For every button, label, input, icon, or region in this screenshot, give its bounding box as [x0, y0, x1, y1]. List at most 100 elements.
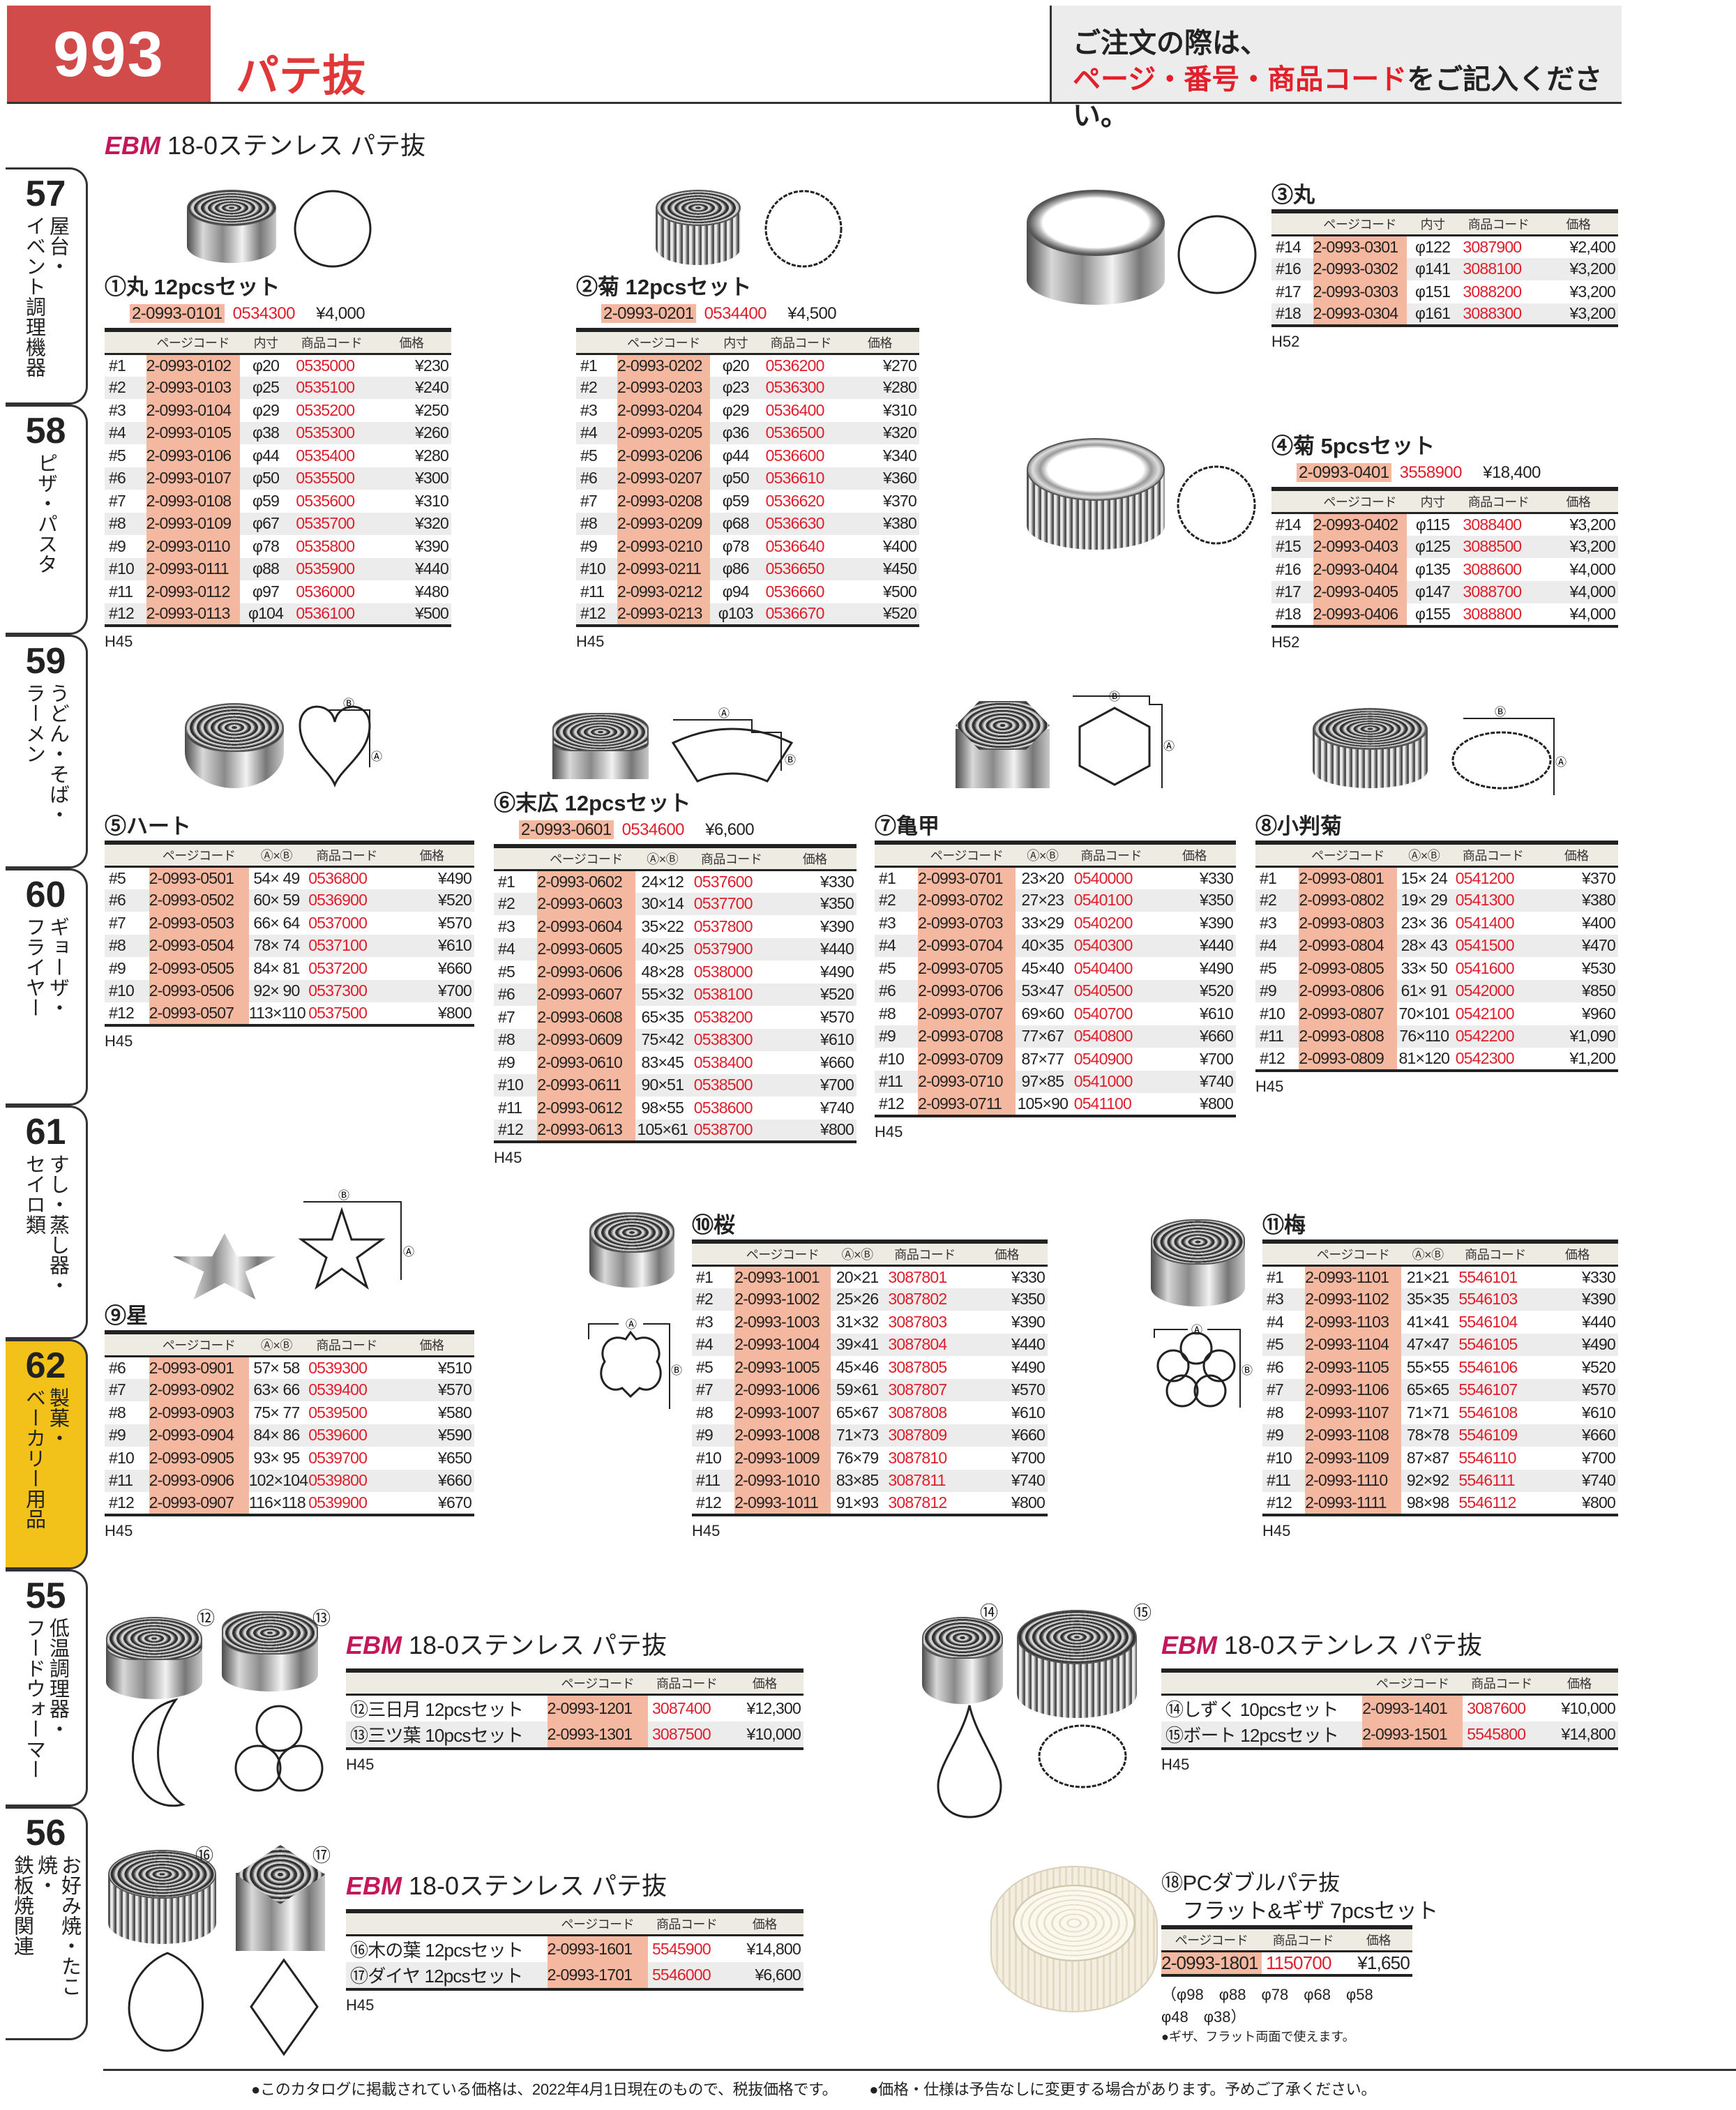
- circle-outline-icon: [1177, 215, 1257, 294]
- cell-price: ¥3,200: [1569, 282, 1615, 301]
- cell-code: 2-0993-0806: [1299, 979, 1397, 1002]
- cell-num: #4: [1267, 1312, 1284, 1331]
- cell-price: ¥3,200: [1569, 515, 1615, 534]
- cell-num: #8: [109, 1403, 126, 1422]
- section-title-text: 18-0ステンレス パテ抜: [167, 131, 426, 160]
- cell-price: ¥440: [965, 1333, 1048, 1356]
- cell-prod: 3088600: [1463, 559, 1522, 578]
- cell-num: #11: [580, 582, 605, 601]
- tab-label: 屋台・ イベント調理機器: [22, 216, 69, 377]
- cell-price: ¥390: [1011, 1312, 1046, 1331]
- cell-num: #10: [1260, 1004, 1285, 1023]
- cell-prod: 0542300: [1455, 1048, 1515, 1067]
- cell-price: ¥700: [1200, 1049, 1234, 1068]
- cell-code: 2-0993-1111: [1305, 1492, 1401, 1515]
- cell-num: #9: [109, 536, 126, 555]
- cell-num: #10: [109, 1448, 135, 1467]
- table-title: ⑱PCダブルパテ抜 フラット&ギザ 7pcsセット: [1161, 1871, 1438, 1923]
- table-header-row: ページコード内寸商品コード価格: [576, 330, 919, 355]
- cell-prod: 0542200: [1451, 1025, 1535, 1048]
- set-page-code: 2-0993-0401: [1297, 463, 1391, 482]
- product-photo-kikko: [956, 701, 1050, 788]
- cell-prod: 0536300: [761, 376, 840, 399]
- brand-logo: EBM: [1161, 1631, 1217, 1659]
- set-page-code: 2-0993-0201: [601, 304, 696, 323]
- cell-prod: 0539500: [308, 1403, 368, 1422]
- cell-code: 2-0993-0901: [149, 1356, 249, 1379]
- image-label: ⑬: [312, 1608, 331, 1629]
- cell-prod: 0536670: [761, 603, 840, 626]
- cell-price: ¥500: [371, 603, 451, 626]
- product-photo-crescent: [106, 1617, 202, 1699]
- cell-num: #3: [580, 400, 598, 419]
- product-photo-diamond: [236, 1845, 325, 1951]
- set-row: 2-0993-0101 0534300 ¥4,000: [105, 301, 451, 326]
- column-header: ページコード: [734, 1242, 831, 1267]
- cell-prod: 5546105: [1454, 1333, 1537, 1356]
- cell-price: ¥320: [371, 512, 451, 535]
- table-note: H45: [692, 1521, 720, 1539]
- cell-num: #10: [696, 1448, 722, 1467]
- cell-num: #6: [576, 467, 618, 490]
- cell-size: 78×78: [1401, 1424, 1455, 1447]
- cell-price: ¥520: [1152, 979, 1236, 1002]
- cell-num: #2: [105, 376, 146, 399]
- cell-code: 2-0993-0606: [537, 960, 635, 984]
- star-outline-icon: ⒷⒶ: [298, 1189, 414, 1290]
- set-product-code: 0534300: [232, 304, 296, 323]
- cell-num: #6: [1267, 1357, 1284, 1376]
- table-header-row: ページコード商品コード価格: [1161, 1671, 1618, 1696]
- column-header: Ⓐ×Ⓑ: [248, 843, 305, 868]
- cell-prod: 3088400: [1463, 515, 1522, 534]
- cell-size: 55×55: [1406, 1357, 1449, 1376]
- cell-num: ⑯木の葉 12pcsセット: [350, 1939, 524, 1961]
- cell-num: #14: [1276, 515, 1301, 534]
- cell-code: 2-0993-1009: [734, 1447, 831, 1470]
- cell-price: ¥470: [1534, 934, 1618, 957]
- cell-code: 2-0993-1110: [1305, 1469, 1401, 1492]
- cell-prod: 5546106: [1458, 1357, 1518, 1376]
- cell-price: ¥350: [773, 892, 856, 915]
- cell-price: ¥1,200: [1569, 1048, 1615, 1067]
- column-header: 商品コード: [647, 1671, 726, 1696]
- cell-prod: 5546104: [1458, 1312, 1518, 1331]
- cell-prod: 3087400: [651, 1698, 711, 1717]
- cell-prod: 3087811: [884, 1469, 966, 1492]
- cell-num: #9: [498, 1053, 515, 1071]
- scalloped-oval-outline-icon: ⒷⒶ: [1451, 706, 1567, 795]
- cell-code: 2-0993-0906: [149, 1469, 249, 1492]
- cell-size: 91×93: [836, 1493, 879, 1512]
- cell-price: ¥510: [438, 1358, 472, 1377]
- cell-code: 2-0993-0604: [537, 915, 635, 938]
- cell-price: ¥240: [371, 376, 451, 399]
- product-photo-trefoil: [222, 1611, 318, 1691]
- cell-num: #8: [105, 934, 149, 957]
- cell-size: 63× 66: [248, 1378, 305, 1401]
- tab-number: 62: [25, 1346, 66, 1386]
- cell-code: 2-0993-0702: [918, 889, 1016, 912]
- cell-num: #9: [105, 1424, 149, 1447]
- cell-num: #5: [580, 446, 598, 465]
